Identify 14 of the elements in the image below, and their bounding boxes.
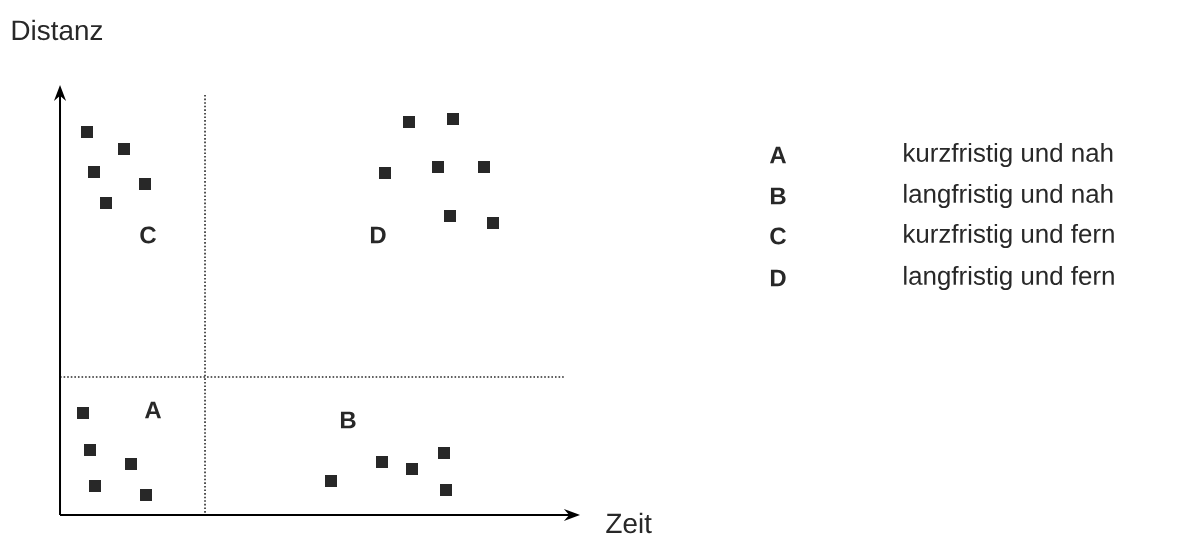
quadrant-letter: C (140, 226, 156, 244)
quadrant-letter: A (144, 401, 161, 419)
axis-label: Distanz (12, 19, 102, 41)
legend-text: kurzfristig und nah (904, 142, 1113, 168)
quadrant-letter: B (340, 411, 356, 429)
legend-key: D (770, 269, 786, 287)
legend-key: B (770, 187, 786, 205)
legend-key: A (769, 146, 786, 164)
quadrant-letter: D (370, 226, 386, 244)
legend-key: C (770, 227, 786, 245)
legend-text: kurzfristig und fern (904, 223, 1114, 249)
legend-text: langfristig und fern (904, 265, 1114, 291)
axis-label: Zeit (606, 512, 652, 534)
legend-text: langfristig und nah (904, 183, 1113, 209)
